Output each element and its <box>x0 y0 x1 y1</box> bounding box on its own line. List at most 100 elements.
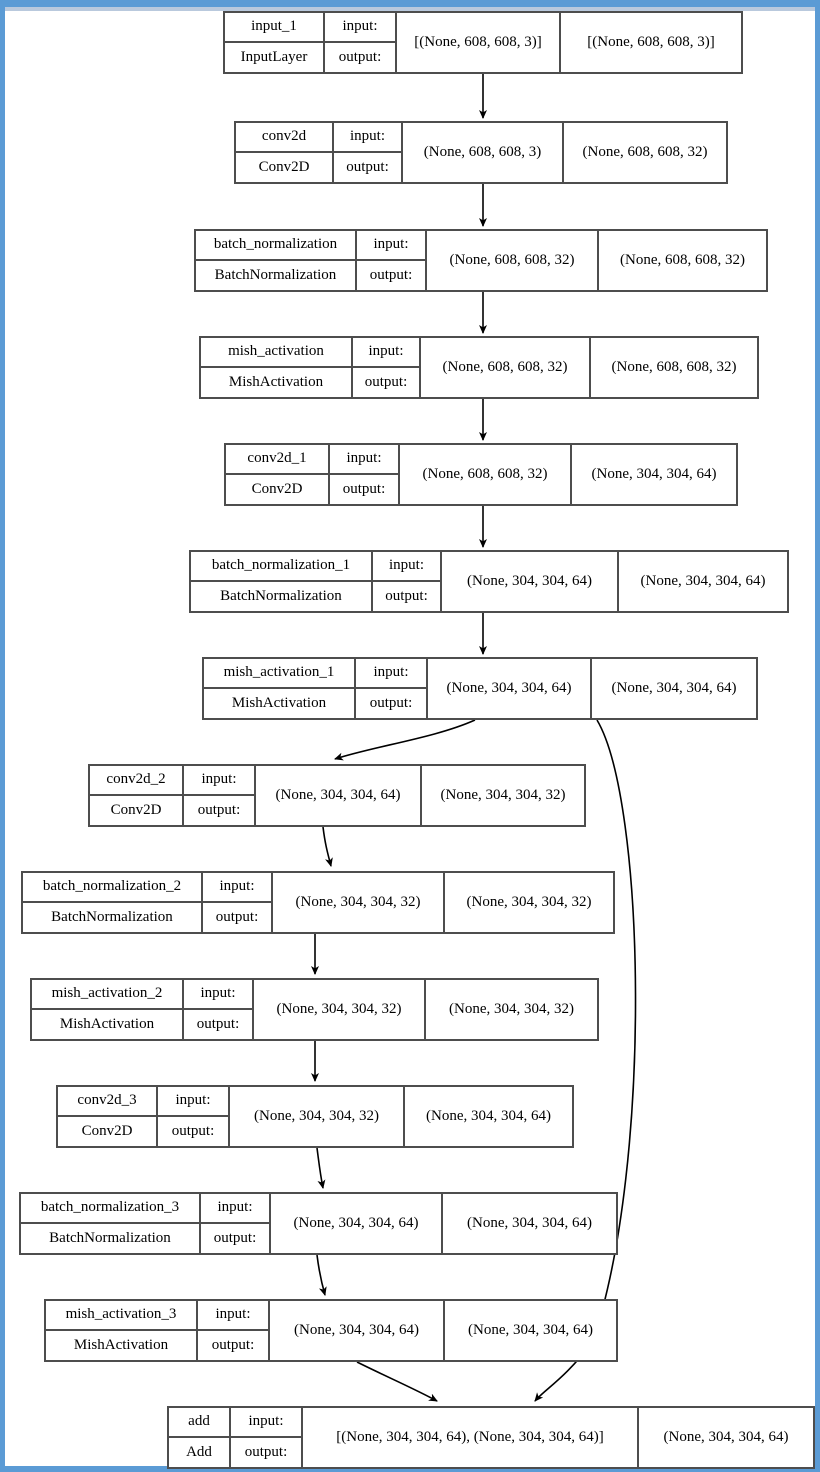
node-input-shape: (None, 608, 608, 32) <box>422 466 548 482</box>
node-input-label: input: <box>231 1408 301 1438</box>
node-output-label: output: <box>211 1336 255 1353</box>
graph-node-add[interactable]: add Add input: output: [(None, 304, 304,… <box>167 1406 815 1469</box>
node-layer-name: batch_normalization_3 <box>21 1194 199 1224</box>
edge-conv2d_3-batch_normalization_3 <box>316 1147 326 1189</box>
node-output-shape-column: [(None, 608, 608, 3)] <box>561 13 741 72</box>
node-layer-name: conv2d_3 <box>58 1087 156 1117</box>
node-input-shape-column: (None, 304, 304, 64) <box>271 1194 443 1253</box>
graph-node-mish_activation_1[interactable]: mish_activation_1 MishActivation input: … <box>202 657 758 720</box>
node-output-label: output: <box>346 158 389 175</box>
node-layer-name: conv2d <box>236 123 332 153</box>
node-output-label: output: <box>213 1229 257 1246</box>
node-output-shape: (None, 304, 304, 64) <box>663 1429 789 1445</box>
node-name-column: batch_normalization_3 BatchNormalization <box>21 1194 201 1253</box>
node-name-column: conv2d_3 Conv2D <box>58 1087 158 1146</box>
viewer-frame-right <box>815 0 820 1472</box>
node-input-shape-column: (None, 304, 304, 32) <box>254 980 426 1039</box>
node-input-shape-column: (None, 608, 608, 32) <box>427 231 599 290</box>
node-input-shape: [(None, 608, 608, 3)] <box>414 34 542 50</box>
graph-node-batch_normalization_2[interactable]: batch_normalization_2 BatchNormalization… <box>21 871 615 934</box>
viewer-frame-bottom <box>0 1466 820 1472</box>
node-name-column: mish_activation MishActivation <box>201 338 353 397</box>
node-output-label: output: <box>364 373 408 390</box>
node-output-shape-column: (None, 608, 608, 32) <box>591 338 757 397</box>
node-layer-type: Conv2D <box>258 158 310 175</box>
node-input-shape: (None, 304, 304, 64) <box>293 1215 419 1231</box>
node-input-shape: (None, 608, 608, 32) <box>449 252 575 268</box>
node-name-column: conv2d_2 Conv2D <box>90 766 184 825</box>
node-output-shape: (None, 304, 304, 32) <box>466 894 592 910</box>
node-layer-type: Conv2D <box>81 1122 133 1139</box>
node-io-column: input: output: <box>357 231 427 290</box>
edge-conv2d_2-batch_normalization_2 <box>322 826 333 867</box>
graph-node-input_1[interactable]: input_1 InputLayer input: output: [(None… <box>223 11 743 74</box>
node-layer-name: conv2d_1 <box>226 445 328 475</box>
node-input-shape-column: (None, 608, 608, 3) <box>403 123 564 182</box>
node-output-shape: (None, 608, 608, 32) <box>582 144 708 160</box>
node-output-shape-column: (None, 304, 304, 32) <box>426 980 597 1039</box>
node-input-shape-column: (None, 304, 304, 32) <box>273 873 445 932</box>
graph-node-conv2d[interactable]: conv2d Conv2D input: output: (None, 608,… <box>234 121 728 184</box>
node-input-shape-column: [(None, 304, 304, 64), (None, 304, 304, … <box>303 1408 639 1467</box>
graph-node-conv2d_2[interactable]: conv2d_2 Conv2D input: output: (None, 30… <box>88 764 586 827</box>
node-layer-type: BatchNormalization <box>214 266 337 283</box>
node-name-column: conv2d Conv2D <box>236 123 334 182</box>
node-output-label: output: <box>342 480 386 497</box>
node-output-shape: (None, 304, 304, 64) <box>611 680 737 696</box>
graph-node-conv2d_3[interactable]: conv2d_3 Conv2D input: output: (None, 30… <box>56 1085 574 1148</box>
graph-node-batch_normalization_3[interactable]: batch_normalization_3 BatchNormalization… <box>19 1192 618 1255</box>
graph-node-batch_normalization_1[interactable]: batch_normalization_1 BatchNormalization… <box>189 550 789 613</box>
graph-node-conv2d_1[interactable]: conv2d_1 Conv2D input: output: (None, 60… <box>224 443 738 506</box>
edge-mish_activation_3-add <box>356 1361 438 1402</box>
viewer-frame-top-shadow <box>5 7 815 11</box>
node-input-shape-column: (None, 608, 608, 32) <box>400 445 572 504</box>
node-layer-name: mish_activation <box>201 338 351 368</box>
node-output-label: output: <box>385 587 428 604</box>
node-output-shape-column: (None, 304, 304, 64) <box>443 1194 616 1253</box>
edge-batch_normalization_3-mish_activation_3 <box>316 1254 327 1296</box>
node-layer-type: Add <box>186 1443 212 1460</box>
node-io-column: input: output: <box>203 873 273 932</box>
node-input-shape-column: (None, 304, 304, 32) <box>230 1087 405 1146</box>
graph-node-batch_normalization[interactable]: batch_normalization BatchNormalization i… <box>194 229 768 292</box>
node-input-shape: (None, 304, 304, 32) <box>295 894 421 910</box>
node-layer-type: MishActivation <box>231 694 327 711</box>
node-name-column: batch_normalization BatchNormalization <box>196 231 357 290</box>
edge-mish_activation_1-conv2d_2 <box>334 719 476 761</box>
graph-node-mish_activation[interactable]: mish_activation MishActivation input: ou… <box>199 336 759 399</box>
node-io-column: input: output: <box>356 659 428 718</box>
node-input-label: input: <box>356 659 426 689</box>
node-input-shape: (None, 304, 304, 32) <box>276 1001 402 1017</box>
node-layer-name: mish_activation_1 <box>204 659 354 689</box>
node-io-column: input: output: <box>184 766 256 825</box>
graph-node-mish_activation_3[interactable]: mish_activation_3 MishActivation input: … <box>44 1299 618 1362</box>
node-output-shape-column: (None, 304, 304, 32) <box>445 873 613 932</box>
node-output-shape-column: (None, 608, 608, 32) <box>599 231 766 290</box>
node-io-column: input: output: <box>231 1408 303 1467</box>
node-io-column: input: output: <box>325 13 397 72</box>
node-output-shape: (None, 608, 608, 32) <box>620 252 745 268</box>
node-input-label: input: <box>201 1194 269 1224</box>
node-name-column: mish_activation_2 MishActivation <box>32 980 184 1039</box>
node-layer-name: input_1 <box>225 13 323 43</box>
node-input-shape: (None, 304, 304, 32) <box>254 1108 379 1124</box>
node-input-shape: (None, 304, 304, 64) <box>275 787 401 803</box>
node-input-label: input: <box>353 338 419 368</box>
node-name-column: batch_normalization_2 BatchNormalization <box>23 873 203 932</box>
node-io-column: input: output: <box>201 1194 271 1253</box>
node-input-shape-column: [(None, 608, 608, 3)] <box>397 13 561 72</box>
node-layer-type: BatchNormalization <box>51 908 173 925</box>
node-input-label: input: <box>184 980 252 1010</box>
node-layer-type: InputLayer <box>240 48 308 65</box>
node-input-shape-column: (None, 304, 304, 64) <box>256 766 422 825</box>
node-input-shape: [(None, 304, 304, 64), (None, 304, 304, … <box>336 1429 604 1445</box>
model-graph-canvas: input_1 InputLayer input: output: [(None… <box>5 11 815 1469</box>
node-io-column: input: output: <box>184 980 254 1039</box>
node-output-shape-column: (None, 304, 304, 64) <box>445 1301 616 1360</box>
node-output-label: output: <box>338 48 382 65</box>
node-input-shape: (None, 304, 304, 64) <box>467 573 592 589</box>
graph-node-mish_activation_2[interactable]: mish_activation_2 MishActivation input: … <box>30 978 599 1041</box>
node-layer-name: mish_activation_3 <box>46 1301 196 1331</box>
node-output-shape: (None, 608, 608, 32) <box>611 359 737 375</box>
